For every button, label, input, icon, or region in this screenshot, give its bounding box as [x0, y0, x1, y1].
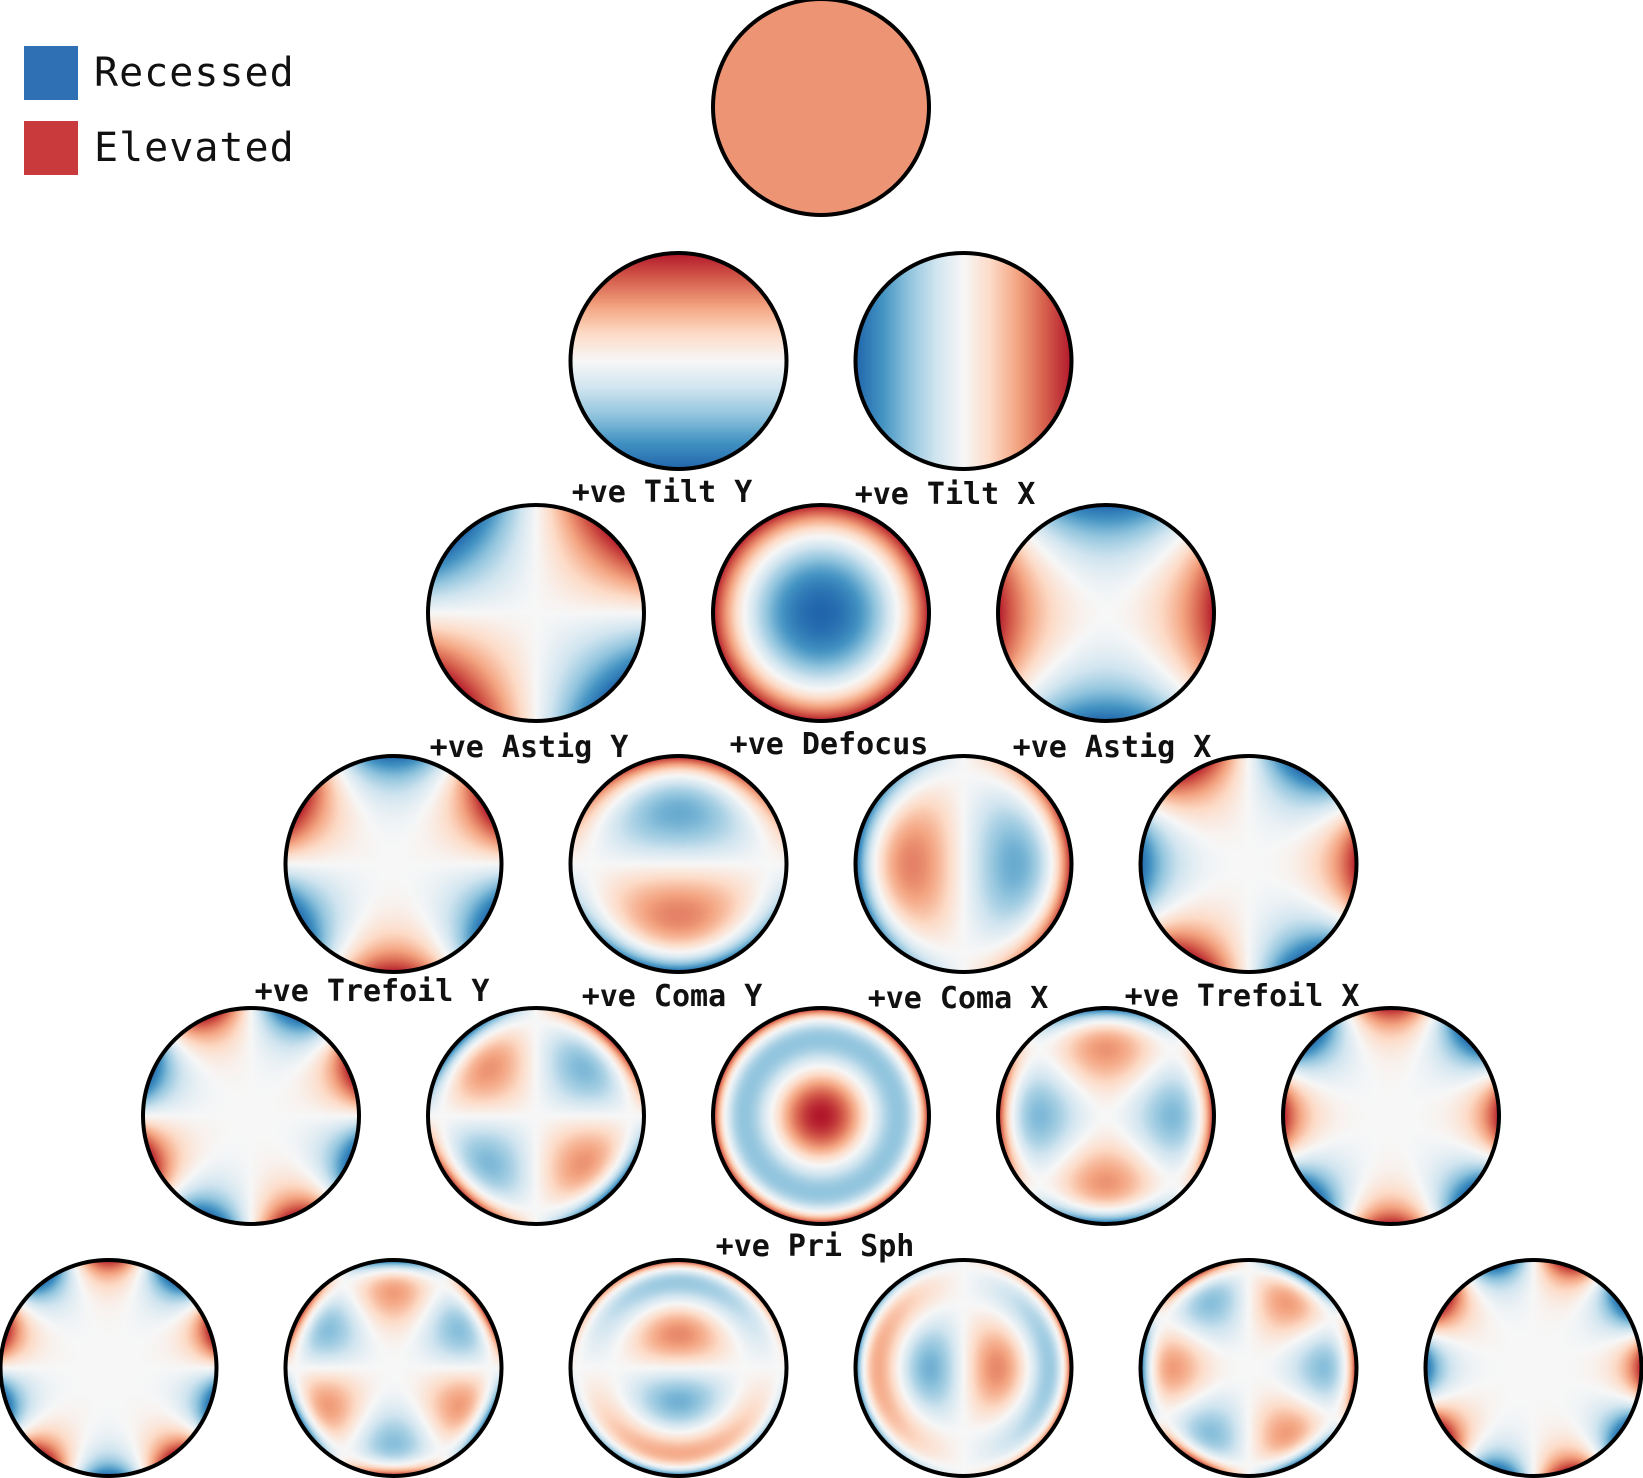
- zernike-disk-sec-coma-x: [853, 1258, 1074, 1478]
- zernike-disk-tilt-x: [853, 251, 1074, 471]
- zernike-outline-astig-x: [996, 503, 1216, 723]
- zernike-map-pentafoil-y: [0, 1260, 217, 1476]
- zernike-disk-astig-x: [996, 503, 1216, 723]
- label-astig-y: +ve Astig Y: [429, 730, 629, 765]
- zernike-outline-sec-coma-x: [853, 1258, 1074, 1478]
- zernike-disk-pentafoil-y: [0, 1258, 219, 1478]
- label-pri-sph: +ve Pri Sph: [715, 1229, 915, 1264]
- zernike-map-tilt-x: [855, 253, 1072, 469]
- zernike-map-coma-x: [855, 756, 1072, 972]
- zernike-disk-sec-trefoil-x: [1138, 1258, 1359, 1478]
- zernike-map-sec-trefoil-y: [285, 1260, 502, 1476]
- zernike-outline-pentafoil-y: [0, 1258, 219, 1478]
- zernike-disk-quadrafoil-x: [1281, 1006, 1501, 1226]
- legend-elevated-label: Elevated: [94, 125, 295, 171]
- zernike-map-sec-coma-x: [855, 1260, 1072, 1476]
- zernike-map-sec-coma-y: [570, 1260, 787, 1476]
- zernike-disk-quadrafoil-y: [141, 1006, 361, 1226]
- zernike-disk-coma-x: [853, 754, 1074, 974]
- zernike-disk-sec-trefoil-y: [283, 1258, 504, 1478]
- zernike-outline-pri-sph: [711, 1006, 931, 1226]
- legend-recessed: Recessed: [24, 45, 295, 101]
- zernike-map-pentafoil-x: [1425, 1260, 1642, 1476]
- zernike-outline-tilt-y: [568, 251, 789, 471]
- zernike-disk-tilt-y: [568, 251, 789, 471]
- zernike-outline-astig-y: [426, 503, 646, 723]
- zernike-outline-quadrafoil-x: [1281, 1006, 1501, 1226]
- zernike-map-astig-y: [428, 505, 644, 721]
- zernike-outline-quadrafoil-y: [141, 1006, 361, 1226]
- zernike-disk-pentafoil-x: [1423, 1258, 1643, 1478]
- zernike-outline-trefoil-x: [1138, 754, 1359, 974]
- label-trefoil-y: +ve Trefoil Y: [254, 974, 490, 1009]
- label-tilt-y: +ve Tilt Y: [571, 475, 753, 510]
- legend-elevated-swatch: [24, 121, 78, 175]
- zernike-map-tilt-y: [570, 253, 787, 469]
- legend-recessed-label: Recessed: [94, 50, 295, 96]
- zernike-map-trefoil-y: [285, 756, 502, 972]
- zernike-disk-sec-astig-x: [996, 1006, 1216, 1226]
- zernike-outline-pentafoil-x: [1423, 1258, 1643, 1478]
- zernike-map-piston: [713, 0, 929, 215]
- label-coma-x: +ve Coma X: [867, 981, 1049, 1016]
- zernike-outline-sec-astig-y: [426, 1006, 646, 1226]
- zernike-outline-sec-trefoil-x: [1138, 1258, 1359, 1478]
- zernike-map-pri-sph: [713, 1008, 929, 1224]
- zernike-outline-piston: [711, 0, 931, 217]
- zernike-map-sec-astig-y: [428, 1008, 644, 1224]
- legend-recessed-swatch: [24, 46, 78, 100]
- zernike-disk-coma-y: [568, 754, 789, 974]
- zernike-outline-sec-trefoil-y: [283, 1258, 504, 1478]
- zernike-disk-trefoil-x: [1138, 754, 1359, 974]
- zernike-outline-coma-y: [568, 754, 789, 974]
- zernike-disk-defocus: [711, 503, 931, 723]
- label-tilt-x: +ve Tilt X: [854, 477, 1036, 512]
- zernike-map-trefoil-x: [1140, 756, 1357, 972]
- zernike-map-sec-astig-x: [998, 1008, 1214, 1224]
- label-trefoil-x: +ve Trefoil X: [1124, 979, 1360, 1014]
- zernike-outline-coma-x: [853, 754, 1074, 974]
- zernike-map-quadrafoil-x: [1283, 1008, 1499, 1224]
- zernike-outline-sec-coma-y: [568, 1258, 789, 1478]
- zernike-outline-tilt-x: [853, 251, 1074, 471]
- label-coma-y: +ve Coma Y: [581, 979, 763, 1014]
- zernike-disk-sec-coma-y: [568, 1258, 789, 1478]
- zernike-disk-astig-y: [426, 503, 646, 723]
- zernike-map-astig-x: [998, 505, 1214, 721]
- label-astig-x: +ve Astig X: [1012, 730, 1212, 765]
- zernike-map-quadrafoil-y: [143, 1008, 359, 1224]
- zernike-outline-sec-astig-x: [996, 1006, 1216, 1226]
- zernike-map-defocus: [713, 505, 929, 721]
- zernike-disk-trefoil-y: [283, 754, 504, 974]
- label-defocus: +ve Defocus: [729, 727, 929, 762]
- legend-elevated: Elevated: [24, 120, 295, 176]
- zernike-disk-piston: [711, 0, 931, 217]
- zernike-map-coma-y: [570, 756, 787, 972]
- zernike-outline-defocus: [711, 503, 931, 723]
- zernike-outline-trefoil-y: [283, 754, 504, 974]
- zernike-map-sec-trefoil-x: [1140, 1260, 1357, 1476]
- zernike-disk-sec-astig-y: [426, 1006, 646, 1226]
- zernike-disk-pri-sph: [711, 1006, 931, 1226]
